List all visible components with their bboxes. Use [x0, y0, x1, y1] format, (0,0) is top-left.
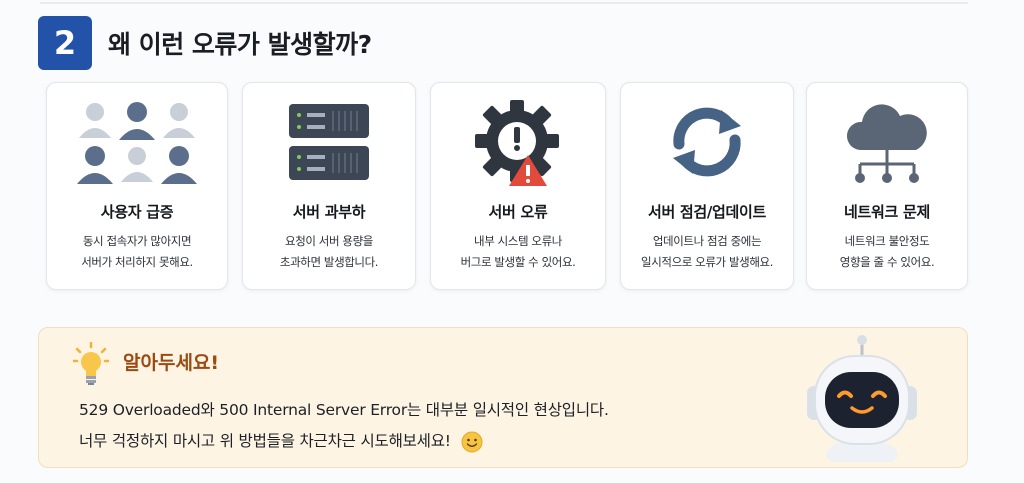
- tip-title: 알아두세요!: [123, 352, 220, 374]
- cloud-network-icon: [846, 104, 927, 183]
- users-icon: [77, 102, 197, 184]
- cause-card-network: 네트워크 문제 네트워크 불안정도 영향을 줄 수 있어요.: [806, 82, 968, 290]
- card-description: 동시 접속자가 많아지면 서버가 처리하지 못해요.: [81, 234, 193, 269]
- card-title: 네트워크 문제: [844, 203, 930, 221]
- cause-card-server-overload: 서버 과부하 요청이 서버 용량을 초과하면 발생합니다.: [242, 82, 416, 290]
- tip-text-line-1: 529 Overloaded와 500 Internal Server Erro…: [79, 401, 609, 419]
- card-description: 내부 시스템 오류나 버그로 발생할 수 있어요.: [460, 234, 576, 269]
- card-description: 요청이 서버 용량을 초과하면 발생합니다.: [279, 234, 379, 269]
- top-divider: [40, 2, 968, 4]
- refresh-icon: [673, 107, 741, 177]
- gear-warning-icon: [475, 100, 559, 186]
- smiley-icon: [461, 431, 483, 452]
- server-icon: [289, 104, 369, 180]
- cause-cards: 사용자 급증 동시 접속자가 많아지면 서버가 처리하지 못해요.: [46, 82, 968, 290]
- section-number-badge: 2: [38, 16, 92, 70]
- cause-card-maintenance: 서버 점검/업데이트 업데이트나 점검 중에는 일시적으로 오류가 발생해요.: [620, 82, 794, 290]
- card-description: 업데이트나 점검 중에는 일시적으로 오류가 발생해요.: [641, 234, 773, 269]
- section-title: 왜 이런 오류가 발생할까?: [108, 30, 372, 59]
- card-title: 서버 오류: [488, 203, 548, 221]
- card-title: 서버 점검/업데이트: [647, 203, 767, 221]
- card-title: 사용자 급증: [100, 203, 174, 221]
- tip-text-line-2: 너무 걱정하지 마시고 위 방법들을 차근차근 시도해보세요!: [79, 429, 483, 453]
- cause-card-user-surge: 사용자 급증 동시 접속자가 많아지면 서버가 처리하지 못해요.: [46, 82, 228, 290]
- robot-mascot-icon: [807, 335, 917, 462]
- tip-box: 알아두세요! 529 Overloaded와 500 Internal Serv…: [38, 327, 968, 468]
- section-header: 2 왜 이런 오류가 발생할까?: [38, 16, 372, 70]
- cause-card-server-error: 서버 오류 내부 시스템 오류나 버그로 발생할 수 있어요.: [430, 82, 606, 290]
- lightbulb-icon: [73, 342, 109, 385]
- card-title: 서버 과부하: [292, 203, 366, 221]
- card-description: 네트워크 불안정도 영향을 줄 수 있어요.: [839, 234, 935, 269]
